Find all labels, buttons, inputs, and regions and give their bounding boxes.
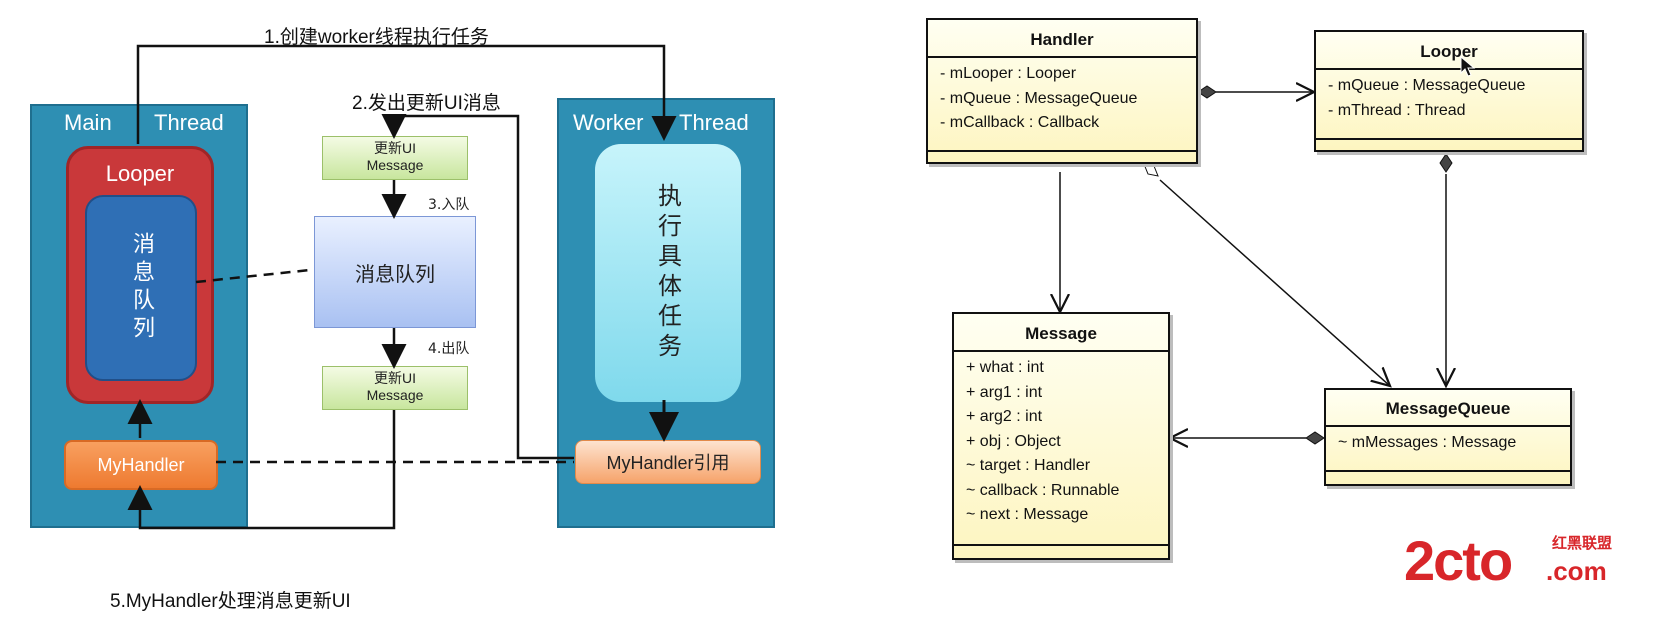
message-queue-class-name: MessageQueue — [1326, 390, 1570, 427]
message-top-line1: 更新UI — [374, 140, 416, 156]
handler-attr: - mLooper : Looper — [940, 65, 1077, 82]
step5-arrow — [127, 410, 396, 530]
update-ui-message-top: 更新UI Message — [322, 136, 468, 180]
uml-class-handler: Handler - mLooper : Looper - mQueue : Me… — [926, 18, 1198, 164]
uml-class-looper: Looper - mQueue : MessageQueue - mThread… — [1314, 30, 1584, 152]
message-bottom-line2: Message — [366, 387, 424, 403]
watermark-domain: .com — [1546, 556, 1607, 586]
handler-attr: - mQueue : MessageQueue — [940, 89, 1138, 107]
looper-operations — [1316, 138, 1582, 150]
worker-thread-title-a: Worker — [573, 110, 644, 135]
main-thread-title-b: Thread — [154, 110, 224, 135]
handler-operations — [928, 150, 1196, 162]
handler-queue-diamond — [1143, 163, 1159, 177]
watermark-logo: 2cto 红黑联盟 .com — [1404, 528, 1614, 598]
step1-label: 1.创建worker线程执行任务 — [264, 27, 489, 48]
queue-dashed-link — [195, 268, 311, 284]
worker-thread-title-b: Thread — [679, 110, 749, 135]
message-attr: ~ target : Handler — [966, 457, 1091, 474]
message-queue-operations — [1326, 470, 1570, 484]
step2-arrow — [381, 114, 574, 460]
handler-attr: - mCallback : Callback — [940, 114, 1100, 131]
message-bottom-line1: 更新UI — [374, 370, 416, 386]
uml-class-message-queue: MessageQueue ~ mMessages : Message — [1324, 388, 1572, 486]
message-attr: + what : int — [966, 359, 1044, 376]
message-operations — [954, 544, 1168, 558]
handler-queue-association — [1159, 179, 1390, 386]
mouse-cursor-icon — [1460, 56, 1476, 77]
main-thread-title-a: Main — [64, 110, 112, 135]
worker-thread-panel: Worker Thread 执行具体任务 MyHandler引用 — [557, 98, 775, 528]
watermark-brand: 2cto — [1404, 529, 1513, 592]
step2-label: 2.发出更新UI消息 — [352, 93, 501, 114]
left-connectors — [127, 44, 679, 530]
step4-label: 4.出队 — [428, 341, 470, 357]
looper-title: Looper — [105, 161, 175, 186]
looper-class-name: Looper — [1316, 32, 1582, 70]
message-top-line2: Message — [366, 157, 424, 173]
update-ui-message-bottom: 更新UI Message — [322, 366, 468, 410]
main-thread-panel: Main Thread Looper 消息队列 MyHandler — [30, 104, 248, 528]
execute-task-box: 执行具体任务 — [595, 144, 741, 402]
step1-arrow — [136, 44, 677, 144]
message-class-name: Message — [954, 314, 1168, 352]
uml-class-message: Message + what : int + arg1 : int + arg2… — [952, 312, 1170, 560]
message-attr: + arg2 : int — [966, 408, 1043, 425]
handler-looper-diamond — [1197, 85, 1217, 99]
looper-message-queue: 消息队列 — [85, 195, 197, 381]
looper-attr: - mQueue : MessageQueue — [1328, 77, 1526, 94]
looper-queue-diamond — [1439, 153, 1453, 173]
message-attr: + obj : Object — [966, 432, 1061, 450]
handler-class-name: Handler — [928, 20, 1196, 58]
step5-label: 5.MyHandler处理消息更新UI — [110, 591, 351, 612]
step3-label: 3.入队 — [428, 197, 470, 213]
message-attr: + arg1 : int — [966, 383, 1043, 401]
message-attr: ~ callback : Runnable — [966, 481, 1120, 499]
looper-attr: - mThread : Thread — [1328, 101, 1466, 119]
message-attr: ~ next : Message — [966, 506, 1089, 523]
message-queue-attr: ~ mMessages : Message — [1338, 434, 1517, 451]
looper-box: Looper 消息队列 — [66, 146, 214, 404]
watermark-cn: 红黑联盟 — [1552, 535, 1613, 552]
queue-message-diamond — [1305, 431, 1325, 445]
